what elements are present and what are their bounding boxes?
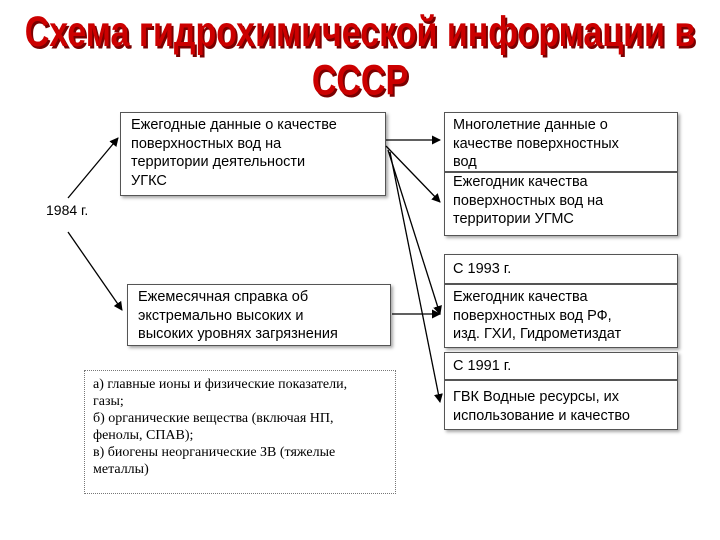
yearbook-rf-box: Ежегодник качества поверхностных вод РФ,… bbox=[444, 284, 678, 348]
yearbook-ugms-line: Ежегодник качества bbox=[453, 174, 588, 190]
annual-ugks-line: Ежегодные данные о качестве bbox=[131, 117, 337, 133]
arrow-annual-to-gvk bbox=[389, 151, 443, 403]
year-label: 1984 г. bbox=[46, 202, 89, 218]
gvk-line: ГВК Водные ресурсы, их bbox=[453, 389, 620, 405]
yearbook-rf-line: Ежегодник качества bbox=[453, 289, 588, 305]
indicator-line: а) главные ионы и физические показатели, bbox=[93, 377, 348, 392]
arrow-annual-to-ugms bbox=[385, 145, 441, 203]
annual-ugks-line: УГКС bbox=[131, 172, 167, 189]
indicator-line: металлы) bbox=[93, 462, 149, 477]
longterm-line: Многолетние данные о bbox=[453, 117, 608, 133]
monthly-reference-line: высоких уровнях загрязнения bbox=[138, 326, 338, 342]
arrow-1984-to-monthly bbox=[67, 231, 123, 311]
since-1991-label: С 1991 г. bbox=[453, 358, 512, 374]
annual-ugks-box: Ежегодные данные о качестве поверхностны… bbox=[120, 112, 386, 196]
gvk-line: использование и качество bbox=[453, 407, 630, 424]
yearbook-ugms-box: Ежегодник качества поверхностных вод на … bbox=[444, 172, 678, 236]
indicator-line: в) биогены неорганические ЗВ (тяжелые bbox=[93, 445, 336, 460]
yearbook-ugms-line: поверхностных вод на bbox=[453, 192, 604, 209]
arrow-1984-to-annual bbox=[67, 137, 119, 199]
monthly-reference-line: Ежемесячная справка об bbox=[138, 289, 309, 305]
yearbook-rf-line: изд. ГХИ, Гидрометиздат bbox=[453, 326, 622, 342]
longterm-box: Многолетние данные о качестве поверхност… bbox=[444, 112, 678, 172]
since-1993-label: С 1993 г. bbox=[453, 261, 512, 277]
annual-ugks-line: поверхностных вод на bbox=[131, 135, 282, 152]
indicators-box: а) главные ионы и физические показатели,… bbox=[84, 370, 396, 494]
yearbook-ugms-line: территории УГМС bbox=[453, 211, 574, 227]
monthly-reference-line: экстремально высоких и bbox=[138, 307, 304, 324]
longterm-line: вод bbox=[453, 154, 477, 170]
longterm-line: качестве поверхностных bbox=[453, 135, 619, 152]
gvk-box: ГВК Водные ресурсы, их использование и к… bbox=[444, 380, 678, 430]
indicator-line: б) органические вещества (включая НП, bbox=[93, 411, 334, 426]
since-1993-box: С 1993 г. bbox=[444, 254, 678, 284]
indicator-line: газы; bbox=[93, 394, 124, 409]
indicator-line: фенолы, СПАВ); bbox=[93, 428, 194, 443]
since-1991-box: С 1991 г. bbox=[444, 352, 678, 380]
page-title: Схема гидрохимической информации в СССР bbox=[24, 8, 696, 105]
annual-ugks-line: территории деятельности bbox=[131, 154, 306, 170]
monthly-reference-box: Ежемесячная справка об экстремально высо… bbox=[127, 284, 391, 346]
arrow-annual-to-rf bbox=[387, 149, 442, 315]
yearbook-rf-line: поверхностных вод РФ, bbox=[453, 307, 612, 324]
